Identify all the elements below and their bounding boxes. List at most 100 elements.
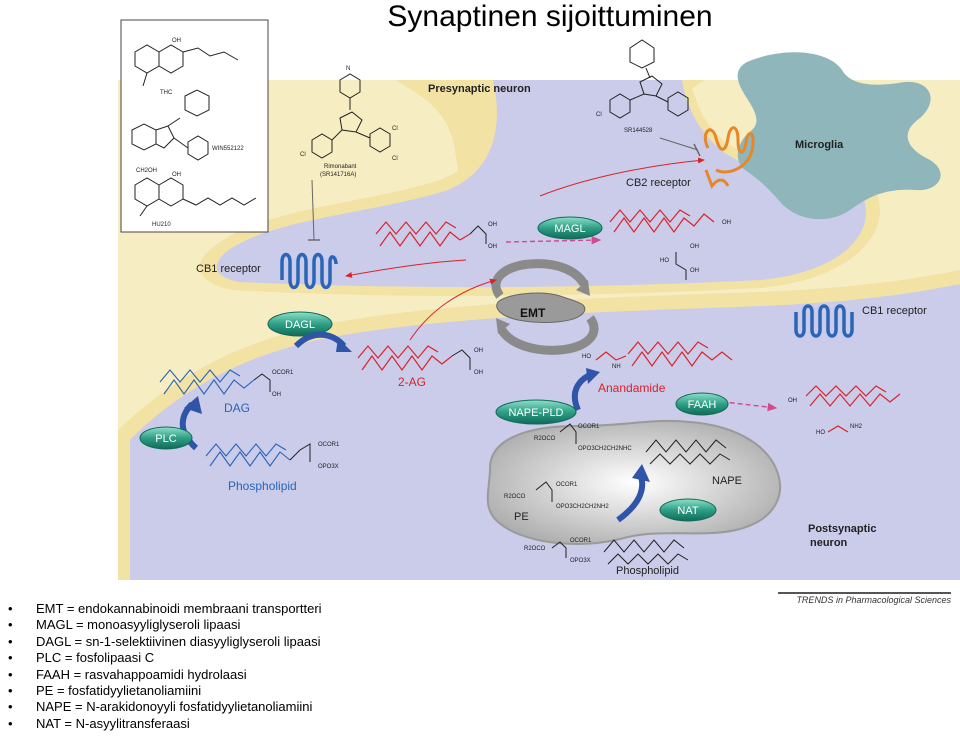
ho-label-3: HO [816, 430, 825, 436]
list-item: •DAGL = sn-1-selektiivinen diasyyliglyse… [8, 633, 321, 649]
ocor1-pe-label: OCOR1 [556, 482, 578, 488]
list-item: •PLC = fosfolipaasi C [8, 650, 155, 666]
nh-label: NH [612, 364, 621, 370]
cb1-receptor-post-label: CB1 receptor [862, 305, 927, 317]
source-credit: TRENDS in Pharmacological Sciences [778, 592, 951, 605]
anandamide-molecule [595, 341, 733, 368]
twoag-to-cb1-arrow [345, 259, 467, 278]
faah-arrow [689, 397, 778, 412]
faah-label: FAAH [688, 399, 717, 411]
sr144528-structure [609, 39, 689, 119]
r2oco-pl2-label: R2OCO [524, 546, 546, 552]
two-ag-presynaptic [375, 221, 471, 248]
win-label: WIN552122 [212, 146, 244, 152]
phospholipid-molecule [205, 443, 291, 467]
nat-enzyme: NAT [659, 498, 717, 522]
rimonabant-inhibitor-line [311, 179, 315, 241]
list-item: •FAAH = rasvahappoamidi hydrolaasi [8, 666, 247, 682]
oh-label-5: OH [690, 268, 699, 274]
oh-dag-label: OH [272, 392, 281, 398]
ocor1-pl2-label: OCOR1 [570, 538, 592, 544]
thc-label: THC [160, 90, 173, 96]
rimonabant-structure [311, 73, 391, 159]
r2oco-nape-label: R2OCO [534, 436, 556, 442]
cb2-receptor-label: CB2 receptor [626, 177, 691, 189]
ocor1-nape-label: OCOR1 [578, 424, 600, 430]
magl-label: MAGL [554, 223, 585, 235]
cl-label-3: Cl [392, 156, 398, 162]
nape-pld-label: NAPE-PLD [508, 407, 563, 419]
oh-label-3: OH [722, 220, 731, 226]
twoag-retrograde-arrow [409, 278, 497, 341]
cl-sr-label: Cl [596, 112, 602, 118]
ocor1-pl-label: OCOR1 [318, 442, 340, 448]
oh-label-13: OH [172, 172, 181, 178]
rimonabant-label-2: (SR141716A) [320, 172, 356, 178]
slide-title: Synaptinen sijoittuminen [387, 0, 713, 33]
ho-label-1: HO [660, 258, 669, 264]
oh-label-9: OH [788, 398, 797, 404]
rimonabant-label-1: Rimonabant [324, 164, 357, 170]
opo3-nape-label: OPO3CH2CH2NHC [578, 446, 632, 452]
oh-label-2: OH [488, 244, 497, 250]
magl-enzyme: MAGL [537, 216, 603, 240]
phospholipid-bottom-chain [603, 539, 689, 565]
hu210-structure [134, 177, 257, 217]
nat-label: NAT [677, 505, 698, 517]
list-item: •EMT = endokannabinoidi membraani transp… [8, 601, 322, 616]
phospholipid-label: Phospholipid [228, 479, 297, 493]
presynaptic-cytoplasm [216, 80, 866, 288]
ho-label-2: HO [582, 354, 591, 360]
cb1-receptor-postsynaptic [794, 304, 854, 338]
two-ag-postsynaptic [357, 345, 453, 372]
dagl-label: DAGL [285, 319, 315, 331]
emt-label: EMT [520, 306, 546, 320]
opo3-pe-label: OPO3CH2CH2NH2 [556, 504, 609, 510]
postsynaptic-neuron-label-1: Postsynaptic [808, 523, 876, 535]
arachidonic-acid [609, 209, 715, 234]
oh-label-6: OH [474, 348, 483, 354]
cl-label-2: Cl [392, 126, 398, 132]
list-item: •NAPE = N-arakidonoyyli fosfatidyylietan… [8, 699, 313, 715]
nape-pld-enzyme: NAPE-PLD [495, 399, 577, 425]
agonist-structures-box [120, 19, 269, 233]
two-ag-label: 2-AG [398, 375, 426, 389]
cb2-receptor [703, 126, 755, 190]
microglia-label: Microglia [795, 139, 844, 151]
faah-enzyme: FAAH [675, 392, 729, 416]
ch2oh-label: CH2OH [136, 168, 157, 174]
opo3x-pl2-label: OPO3X [570, 558, 591, 564]
oh-label-4: OH [690, 244, 699, 250]
pre-to-cb2-arrow [539, 157, 705, 197]
microglia-cell [737, 52, 941, 220]
cl-label-1: Cl [300, 152, 306, 158]
cb1-receptor-presynaptic [280, 252, 338, 290]
n-label: N [346, 66, 350, 72]
list-item: •MAGL = monoasyyliglyseroli lipaasi [8, 617, 241, 633]
faah-products [805, 385, 901, 433]
opo3x-pl-label: OPO3X [318, 464, 339, 470]
oh-label-1: OH [488, 222, 497, 228]
dag-label: DAG [224, 401, 250, 415]
plc-enzyme: PLC [139, 426, 193, 450]
nape-label: NAPE [712, 475, 742, 487]
anandamide-label: Anandamide [598, 381, 666, 395]
abbreviation-list: •EMT = endokannabinoidi membraani transp… [8, 601, 322, 732]
presynaptic-neuron-label: Presynaptic neuron [428, 83, 531, 95]
list-item: •NAT = N-asyylitransferaasi [8, 715, 190, 731]
dag-molecule [159, 369, 255, 395]
pe-label: PE [514, 511, 529, 523]
ocor1-dag-label: OCOR1 [272, 370, 294, 376]
dagl-enzyme: DAGL [267, 311, 333, 337]
plc-label: PLC [155, 433, 176, 445]
phospholipid-bottom-label: Phospholipid [616, 565, 679, 577]
oh-label-7: OH [474, 370, 483, 376]
thc-structure [134, 44, 239, 87]
endocannabinoid-synapse-diagram: Microglia CB2 receptor Presynaptic neuro… [118, 19, 960, 580]
sr144528-label: SR144528 [624, 128, 653, 134]
list-item: •PE = fosfatidyylietanoliamiini [8, 683, 202, 699]
cb2-inhibitor-line [659, 137, 699, 151]
oh-label-12: OH [172, 38, 181, 44]
nape-chain [645, 439, 731, 465]
postsynaptic-neuron-label-2: neuron [810, 537, 848, 549]
